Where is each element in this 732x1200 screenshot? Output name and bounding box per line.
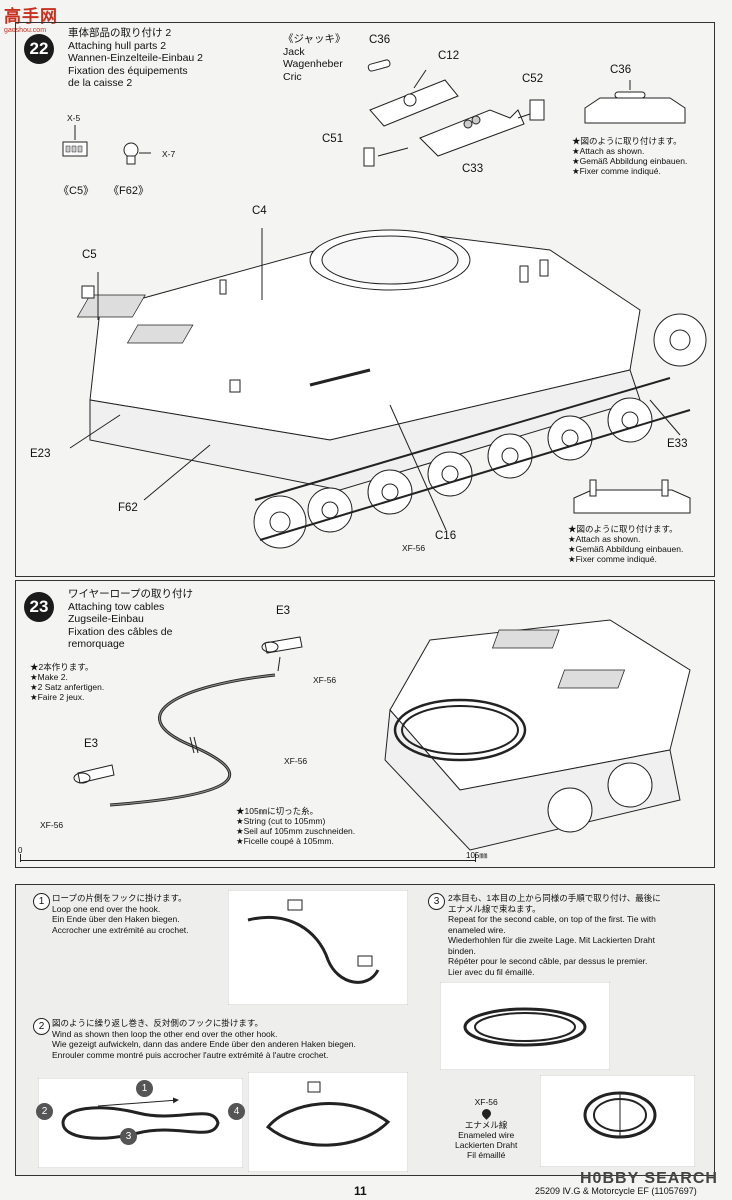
label-c51: C51 bbox=[322, 133, 344, 145]
substep3-text: 2本目も、1本目の上から同様の手順で取り付け、最後に エナメル線で束ねます。 R… bbox=[448, 893, 661, 977]
hull-drawing bbox=[69, 228, 707, 549]
step23-title-en: Attaching tow cables bbox=[68, 600, 165, 613]
label-xf56-bottom: XF-56 bbox=[40, 820, 64, 830]
substep2-number: 2 bbox=[33, 1018, 50, 1035]
wire-label: XF-56 エナメル線 Enameled wire Lackierten Dra… bbox=[455, 1097, 518, 1160]
step23-frame bbox=[15, 580, 715, 868]
subassy-c5-drawing bbox=[62, 125, 151, 165]
label-f62: F62 bbox=[118, 502, 138, 514]
label-c16: C16 bbox=[435, 530, 457, 542]
step23-rear-hull-drawing bbox=[384, 619, 691, 851]
label-c12: C12 bbox=[438, 50, 460, 62]
note-attach-bottom: ★図のように取り付けます。 ★Attach as shown. ★Gemäß A… bbox=[568, 524, 684, 564]
step22-title-jp: 車体部品の取り付け 2 bbox=[68, 27, 172, 39]
step22-title: 車体部品の取り付け 2 Attaching hull parts 2 Wanne… bbox=[68, 27, 203, 90]
step22-title-fr2: de la caisse 2 bbox=[68, 77, 133, 89]
wind-step-4: 4 bbox=[228, 1103, 245, 1120]
label-xf56-step22: XF-56 bbox=[402, 543, 426, 553]
wind-step-1: 1 bbox=[136, 1080, 153, 1097]
substep1-number: 1 bbox=[33, 893, 50, 910]
substep2-drawing bbox=[248, 1072, 408, 1172]
step22-title-fr1: Fixation des équipements bbox=[68, 64, 188, 77]
label-c5: C5 bbox=[82, 249, 97, 261]
subassy-c5-label: 《C5》 bbox=[58, 185, 95, 197]
note-string: ★105㎜に切った糸。 ★String (cut to 105mm) ★Seil… bbox=[236, 806, 356, 846]
step23-title-fr1: Fixation des câbles de bbox=[68, 625, 173, 638]
substep3-drawing bbox=[440, 982, 610, 1070]
note-attach-top: ★図のように取り付けます。 ★Attach as shown. ★Gemäß A… bbox=[572, 136, 688, 176]
watermark-logo: 高手网 gaoshou.com bbox=[4, 2, 66, 42]
wire-drop-icon bbox=[479, 1107, 493, 1120]
label-e33: E33 bbox=[667, 438, 688, 450]
jack-exploded-drawing bbox=[363, 59, 545, 167]
tow-cable-drawing bbox=[73, 636, 303, 807]
label-c36: C36 bbox=[369, 34, 391, 46]
step23-title-jp: ワイヤーロープの取り付け bbox=[68, 588, 194, 600]
label-c36-detail: C36 bbox=[610, 64, 632, 76]
label-xf56-mid: XF-56 bbox=[284, 756, 308, 766]
label-e3-bottom: E3 bbox=[84, 738, 99, 750]
label-c33: C33 bbox=[462, 163, 484, 175]
subassy-f62-label: 《F62》 bbox=[108, 185, 149, 197]
label-e3-top: E3 bbox=[276, 605, 291, 617]
hobbysearch-logo: H0BBY SEARCH bbox=[580, 1170, 718, 1188]
hobbysearch-text: H0BBY SEARCH bbox=[580, 1170, 718, 1187]
label-c4: C4 bbox=[252, 205, 267, 217]
step22-frame bbox=[15, 22, 715, 577]
substep1-drawing bbox=[228, 890, 408, 1005]
substep1-text: ロープの片側をフックに掛けます。 Loop one end over the h… bbox=[52, 893, 189, 935]
detail-e33-drawing bbox=[573, 479, 691, 514]
watermark-brand: 高手网 bbox=[4, 7, 58, 26]
label-xf56-top: XF-56 bbox=[313, 675, 337, 685]
subassy-x5-label: X-5 bbox=[67, 113, 81, 123]
wire-tie-drawing bbox=[540, 1075, 695, 1167]
step23-title-de: Zugseile-Einbau bbox=[68, 613, 144, 625]
jack-label: 《ジャッキ》 Jack Wagenheber Cric bbox=[283, 33, 346, 83]
watermark-sub: gaoshou.com bbox=[4, 27, 47, 34]
step22-title-de: Wannen-Einzelteile-Einbau 2 bbox=[68, 52, 204, 64]
label-c52: C52 bbox=[522, 73, 544, 85]
substep3-number: 3 bbox=[428, 893, 445, 910]
footer-code: 25209 Ⅳ.G & Motorcycle EF (11057697) bbox=[535, 1186, 697, 1196]
step23-title-fr2: remorquage bbox=[68, 638, 125, 650]
step23-number: 23 bbox=[24, 592, 54, 622]
wind-step-2: 2 bbox=[36, 1103, 53, 1120]
wind-step-3: 3 bbox=[120, 1128, 137, 1145]
ruler-tick-end bbox=[475, 854, 476, 862]
detail-c36-drawing bbox=[584, 80, 686, 124]
step22-number: 22 bbox=[24, 34, 54, 64]
step23-title: ワイヤーロープの取り付け Attaching tow cables Zugsei… bbox=[68, 588, 193, 651]
subassy-x7-label: X-7 bbox=[162, 149, 176, 159]
label-e23: E23 bbox=[30, 448, 51, 460]
ruler-zero: 0 bbox=[18, 846, 23, 855]
step22-title-en: Attaching hull parts 2 bbox=[68, 39, 167, 52]
ruler-line bbox=[20, 860, 475, 861]
ruler-end: 105㎜ bbox=[466, 851, 488, 860]
note-make-two: ★2本作ります。 ★Make 2. ★2 Satz anfertigen. ★F… bbox=[30, 662, 105, 702]
page-number: 11 bbox=[354, 1184, 367, 1198]
substep2-text: 図のように繰り返し巻き、反対側のフックに掛けます。 Wind as shown … bbox=[52, 1018, 356, 1060]
ruler-tick-start bbox=[20, 854, 21, 862]
